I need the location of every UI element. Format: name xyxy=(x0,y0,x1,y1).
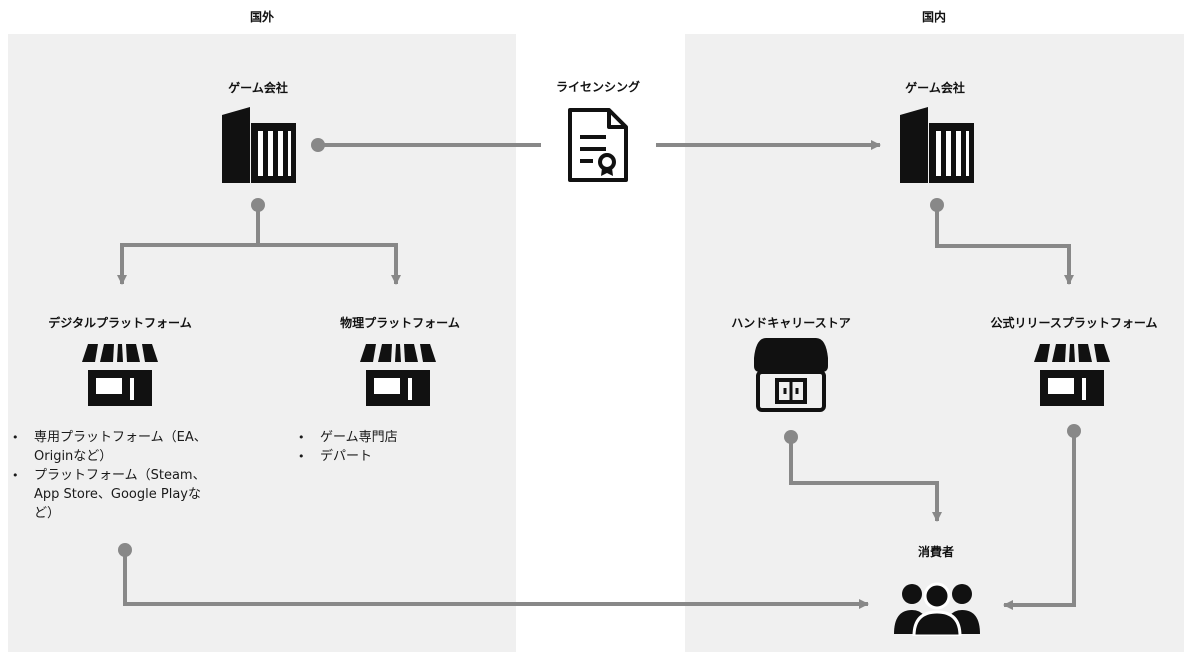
domestic-region-title: 国内 xyxy=(921,10,947,24)
connector-dot xyxy=(118,543,132,557)
building-icon xyxy=(222,107,296,183)
connector-dot xyxy=(930,198,944,212)
overseas-company-label: ゲーム会社 xyxy=(228,81,288,95)
connector-to-physical-platform xyxy=(258,243,401,285)
certificate-icon xyxy=(568,108,628,182)
connector-handcarry-to-consumers xyxy=(789,437,942,522)
overseas-region-title: 国外 xyxy=(249,10,275,24)
people-group-icon xyxy=(894,582,980,636)
connector-official-to-consumers xyxy=(1003,431,1076,610)
physical-platform-notes: ゲーム専門店 デパート xyxy=(296,428,476,466)
hand-carry-store-label: ハンドキャリーストア xyxy=(731,316,851,330)
connector-to-official-platform xyxy=(935,205,1074,285)
list-item: デパート xyxy=(296,447,476,466)
kiosk-store-icon xyxy=(754,338,828,412)
storefront-icon xyxy=(82,344,158,406)
connector-dot xyxy=(784,430,798,444)
list-item: プラットフォーム（Steam、App Store、Google Playなど） xyxy=(10,466,216,523)
list-item: 専用プラットフォーム（EA、Originなど） xyxy=(10,428,216,466)
storefront-icon xyxy=(360,344,436,406)
digital-platform-label: デジタルプラットフォーム xyxy=(48,316,192,330)
licensing-label: ライセンシング xyxy=(555,80,641,94)
connector-dot xyxy=(1067,424,1081,438)
building-icon xyxy=(900,107,974,183)
official-release-platform-label: 公式リリースプラットフォーム xyxy=(990,316,1158,330)
connector-dot xyxy=(251,198,265,212)
connector-to-digital-platform xyxy=(117,205,260,285)
connector-dot xyxy=(311,138,325,152)
storefront-icon xyxy=(1034,344,1110,406)
digital-platform-notes: 専用プラットフォーム（EA、Originなど） プラットフォーム（Steam、A… xyxy=(10,428,216,523)
consumers-label: 消費者 xyxy=(917,545,955,559)
physical-platform-label: 物理プラットフォーム xyxy=(340,316,460,330)
list-item: ゲーム専門店 xyxy=(296,428,476,447)
connector-digital-to-consumers xyxy=(123,550,869,609)
domestic-company-label: ゲーム会社 xyxy=(905,81,965,95)
